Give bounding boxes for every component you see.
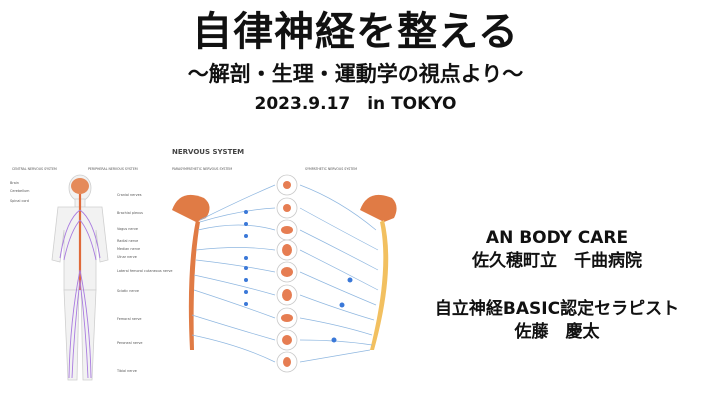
organization-block: AN BODY CARE 佐久穂町立 千曲病院: [412, 227, 702, 273]
nervous-system-figure: CENTRAL NERVOUS SYSTEM PERIPHERAL NERVOU…: [10, 167, 397, 381]
para-header: PARASYMPATHETIC NERVOUS SYSTEM: [172, 167, 232, 171]
slide-title: 自律神経を整える: [192, 9, 519, 55]
label-brain: Brain: [10, 181, 19, 185]
label-peroneal: Peroneal nerve: [117, 341, 142, 345]
slide-subtitle: 〜解剖・生理・運動学の視点より〜: [187, 62, 524, 86]
right-spine: [370, 220, 389, 350]
peripheral-nerves: [59, 209, 101, 379]
left-brainstem: [188, 220, 200, 350]
right-brain: [360, 194, 397, 222]
label-spinal-cord: Spinal cord: [10, 199, 29, 203]
figure-title: NERVOUS SYSTEM: [172, 148, 245, 156]
label-brachial: Brachial plexus: [117, 211, 143, 215]
nerve-fibers: [191, 184, 379, 363]
label-ulnar: Ulnar nerve: [117, 255, 137, 259]
certification-title: 自立神経BASIC認定セラピスト: [434, 299, 680, 319]
presenter-name: 佐藤 慶太: [514, 322, 600, 342]
label-cranial: Cranial nerves: [117, 193, 142, 197]
brain-shape: [71, 178, 89, 194]
label-tibial: Tibial nerve: [116, 369, 137, 373]
label-sciatic: Sciatic nerve: [117, 289, 139, 293]
peripheral-header: PERIPHERAL NERVOUS SYSTEM: [88, 167, 138, 171]
label-vagus: Vagus nerve: [117, 227, 138, 231]
label-femoral: Femoral nerve: [117, 317, 141, 321]
central-header: CENTRAL NERVOUS SYSTEM: [12, 167, 57, 171]
label-cerebellum: Cerebellum: [10, 189, 30, 193]
company-name: AN BODY CARE: [485, 228, 629, 248]
symp-header: SYMPATHETIC NERVOUS SYSTEM: [305, 167, 357, 171]
date-location: 2023.9.17 in TOKYO: [254, 94, 457, 114]
presenter-block: 自立神経BASIC認定セラピスト 佐藤 慶太: [412, 298, 702, 344]
hospital-name: 佐久穂町立 千曲病院: [472, 251, 642, 271]
ganglion-dots: [244, 210, 353, 343]
label-median: Median nerve: [117, 247, 140, 251]
left-brain: [172, 194, 210, 222]
label-lateral-femoral: Lateral femoral cutaneous nerve: [117, 269, 172, 273]
organ-icons: [281, 181, 293, 367]
label-radial: Radial nerve: [117, 239, 138, 243]
